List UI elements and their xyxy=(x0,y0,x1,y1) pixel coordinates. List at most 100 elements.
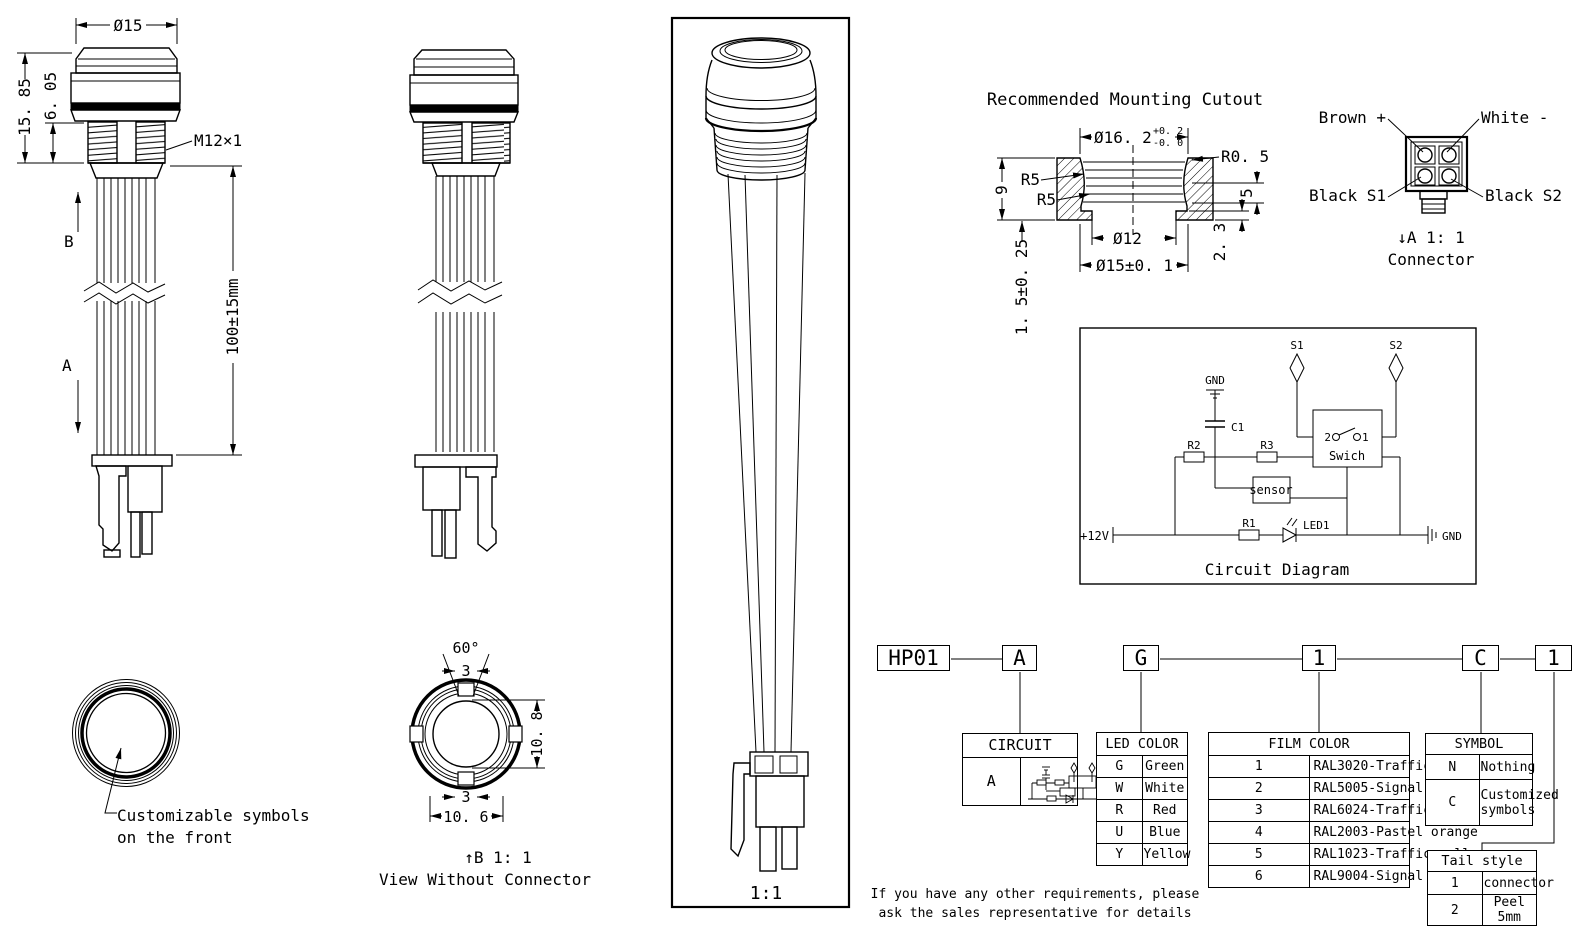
front-view: Customizable symbols on the front xyxy=(72,679,310,847)
tail-name: Peel 5mm xyxy=(1481,894,1537,926)
connector-caption: Connector xyxy=(1388,250,1475,269)
dim-inner-diameter: Ø12 xyxy=(1113,229,1142,248)
view-side-dimensioned: Ø15 15. 85 6. 05 M12×1 B A 100±15mm xyxy=(15,16,242,558)
code-circuit: A xyxy=(1013,646,1026,670)
dim-outer-diameter: Ø15±0. 1 xyxy=(1096,256,1173,275)
view-actual-size: 1:1 xyxy=(670,16,851,909)
pin-label-white: White - xyxy=(1481,108,1548,127)
dim-slot-bottom: 3 xyxy=(461,788,470,806)
film-name: RAL2003-Pastel orange xyxy=(1308,821,1478,844)
circuit-title: Circuit Diagram xyxy=(1205,560,1350,579)
mounting-cutout-title: Recommended Mounting Cutout xyxy=(987,90,1263,110)
circuit-gnd-top-label: GND xyxy=(1205,374,1225,387)
film-code: 1 xyxy=(1208,755,1310,778)
dim-cable-length: 100±15mm xyxy=(223,278,242,355)
dim-corner-radius: R0. 5 xyxy=(1221,147,1269,166)
dim-panel-thickness: 1. 5±0. 25 xyxy=(1012,239,1031,335)
circuit-switch-label: Swich xyxy=(1329,449,1365,463)
code-box-led: G xyxy=(1123,645,1159,671)
code-film: 1 xyxy=(1312,646,1326,670)
symbol-code: N xyxy=(1425,754,1480,780)
section-arrow-a: A xyxy=(62,356,72,375)
circuit-12v-label: +12V xyxy=(1080,529,1109,543)
pin-label-black-s1: Black S1 xyxy=(1309,186,1386,205)
symbol-code: C xyxy=(1425,779,1480,826)
tail-code: 1 xyxy=(1427,871,1483,895)
circuit-contact-2: 2 xyxy=(1324,431,1331,444)
dim-hole-diameter: Ø16. 2 xyxy=(1094,128,1152,147)
code-series: HP01 xyxy=(888,646,939,670)
led-name: White xyxy=(1141,777,1188,800)
code-tail: 1 xyxy=(1547,646,1560,670)
code-box-series: HP01 xyxy=(877,645,950,671)
symbol-name: Customized symbols xyxy=(1478,779,1559,826)
dim-bezel-height: 6. 05 xyxy=(41,72,60,120)
led-code: U xyxy=(1096,821,1143,844)
circuit-table: CIRCUIT A xyxy=(962,733,1100,806)
scale-label: 1:1 xyxy=(750,883,783,904)
dim-step-5: 5 xyxy=(1237,188,1256,198)
circuit-r3-label: R3 xyxy=(1260,439,1273,452)
film-code: 5 xyxy=(1208,843,1310,866)
connector-detail: Brown + White - Black S1 Black S2 ↓A 1: … xyxy=(1309,108,1562,269)
dim-hole-tol-minus: -0. 0 xyxy=(1153,138,1183,149)
circuit-sensor-label: sensor xyxy=(1249,483,1292,497)
footer-note-line2: ask the sales representative for details xyxy=(878,906,1192,921)
led-name: Green xyxy=(1141,755,1188,778)
code-box-symbol: C xyxy=(1462,645,1499,671)
section-arrow-b: B xyxy=(64,232,74,251)
circuit-s1-label: S1 xyxy=(1290,339,1303,352)
circuit-c1-label: C1 xyxy=(1231,421,1244,434)
symbol-table-title: SYMBOL xyxy=(1425,733,1533,755)
film-name: RAL5005-Signal blue xyxy=(1308,777,1462,800)
front-note-line2: on the front xyxy=(117,828,233,847)
circuit-table-key: A xyxy=(962,757,1021,806)
pin-label-brown: Brown + xyxy=(1319,108,1386,127)
film-table-title: FILM COLOR xyxy=(1208,732,1410,756)
dim-total-height: 15. 85 xyxy=(15,78,34,136)
tail-code: 2 xyxy=(1427,894,1483,926)
circuit-r2-label: R2 xyxy=(1187,439,1200,452)
dim-step-23: 2. 3 xyxy=(1210,223,1229,262)
circuit-r1-label: R1 xyxy=(1242,517,1255,530)
view-side-plain xyxy=(408,49,520,559)
dim-hole-tol-plus: +0. 2 xyxy=(1153,126,1183,137)
pin-label-black-s2: Black S2 xyxy=(1485,186,1562,205)
led-code: G xyxy=(1096,755,1143,778)
code-symbol: C xyxy=(1474,646,1487,670)
tail-table-title: Tail style xyxy=(1427,850,1537,872)
led-name: Red xyxy=(1141,799,1188,822)
led-code: W xyxy=(1096,777,1143,800)
led-name: Blue xyxy=(1141,821,1188,844)
film-name: RAL3020-Traffic red xyxy=(1308,755,1462,778)
footer-note: If you have any other requirements, plea… xyxy=(863,885,1207,923)
code-box-tail: 1 xyxy=(1535,645,1572,671)
film-name: RAL6024-Traffic green xyxy=(1308,799,1478,822)
code-box-film: 1 xyxy=(1302,645,1336,671)
dim-slot-top: 3 xyxy=(461,662,470,680)
tail-name: connector xyxy=(1481,871,1554,895)
symbol-name: Nothing xyxy=(1478,754,1535,780)
dim-cap-diameter: Ø15 xyxy=(114,16,143,35)
dim-width: 10. 6 xyxy=(443,808,488,826)
dim-depth: 9 xyxy=(992,185,1011,195)
led-table-title: LED COLOR xyxy=(1096,732,1188,756)
code-led: G xyxy=(1134,646,1148,670)
circuit-gnd-right-label: GND xyxy=(1442,530,1462,543)
led-code: Y xyxy=(1096,843,1143,866)
code-box-circuit: A xyxy=(1002,645,1037,671)
circuit-contact-1: 1 xyxy=(1362,431,1369,444)
mounting-cutout: Recommended Mounting Cutout Ø16. 2 +0. 2… xyxy=(987,90,1269,335)
circuit-table-title: CIRCUIT xyxy=(962,733,1078,758)
film-code: 3 xyxy=(1208,799,1310,822)
dim-radius-upper: R5 xyxy=(1021,170,1040,189)
view-b-caption: View Without Connector xyxy=(379,870,591,889)
circuit-diagram: S1 S2 2 1 Swich GND C1 R2 R3 sensor xyxy=(1079,327,1477,585)
dim-radius-lower: R5 xyxy=(1037,190,1056,209)
ordering-code-lines xyxy=(951,658,1555,851)
